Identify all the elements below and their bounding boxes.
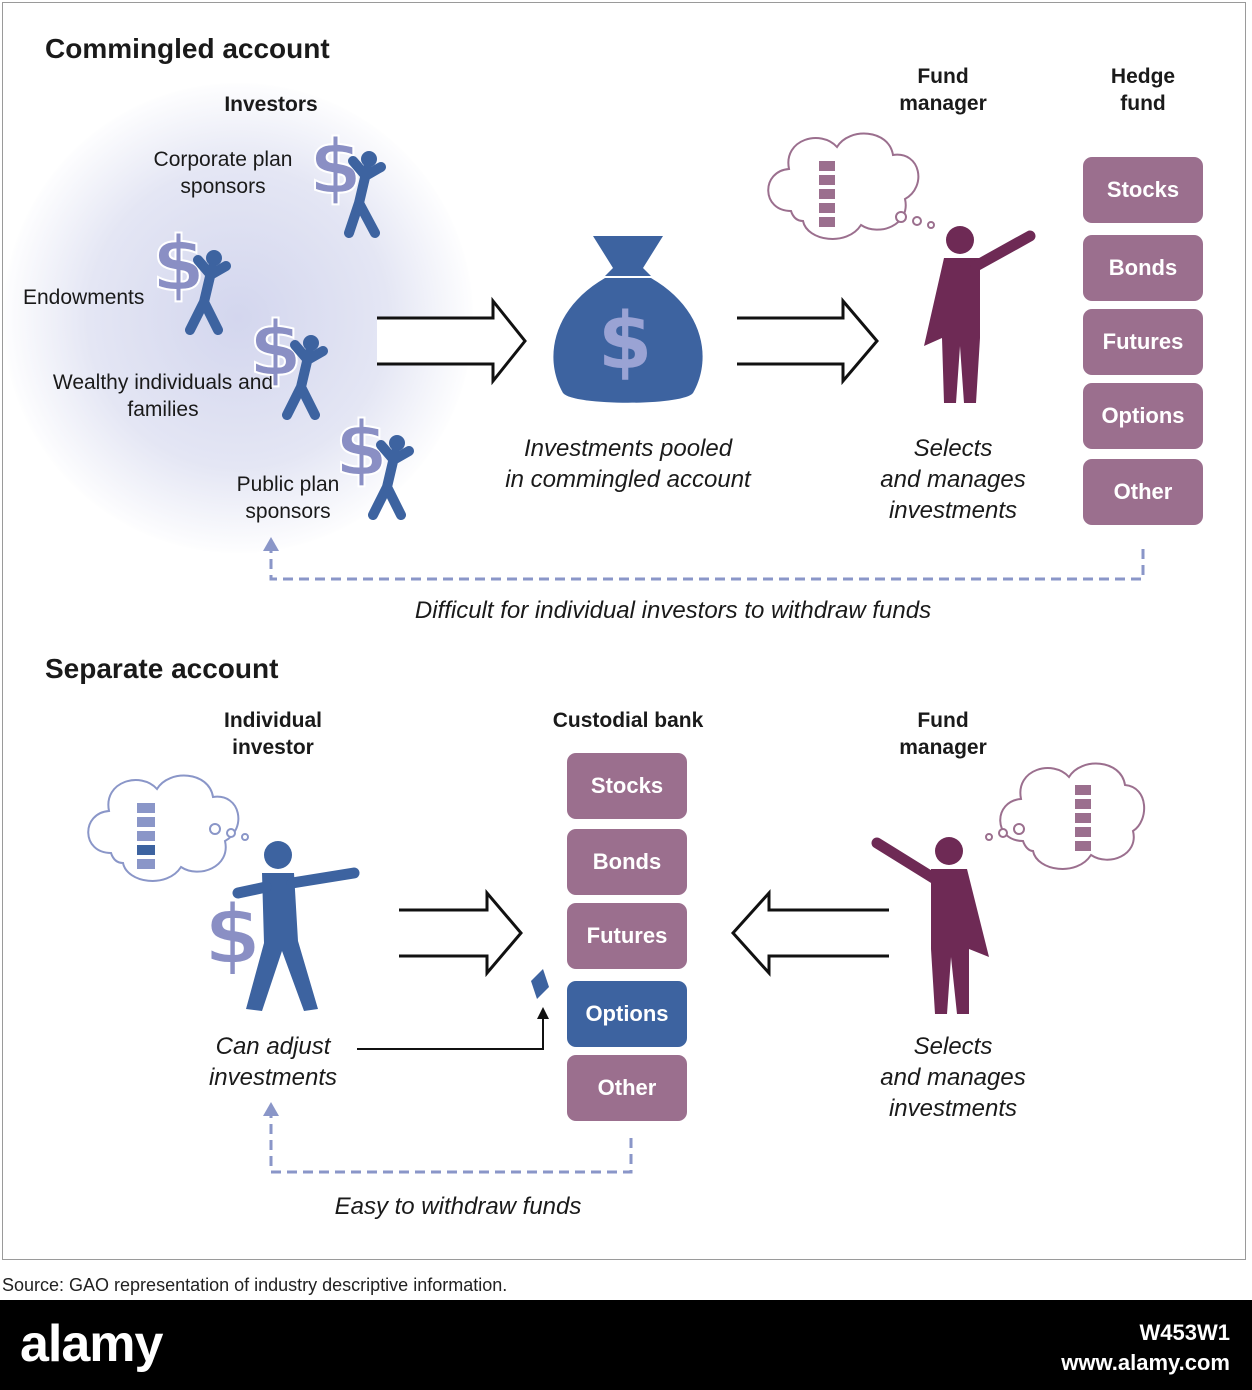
watermark-image-id: W453W1 <box>1139 1320 1230 1345</box>
investor-corporate-icon: $ <box>308 121 386 238</box>
pool-caption-line1: Investments pooled <box>523 435 733 462</box>
investor-caption-line2: investments <box>208 1064 338 1091</box>
investor-label-corporate: Corporate plan sponsors <box>153 148 293 198</box>
hedge-fund-header-line2: fund <box>1120 92 1166 115</box>
manager-caption-line2: and manages <box>880 466 1026 493</box>
pool-caption-line2: in commingled account <box>505 466 751 493</box>
withdraw-note-commingled: Difficult for individual investors to wi… <box>414 597 932 624</box>
commingled-title: Commingled account <box>45 33 330 64</box>
svg-text:$: $ <box>598 297 652 387</box>
separate-manager-header-line1: Fund <box>917 709 969 732</box>
manager-thought-cloud-icon <box>767 132 935 240</box>
svg-text:$: $ <box>204 888 261 983</box>
individual-investor-icon: $ <box>203 841 360 1011</box>
bank-piece-options-selected: Options <box>567 981 687 1047</box>
separate-manager-caption-line2: and manages <box>880 1064 1026 1091</box>
arrow-investors-to-pool <box>377 296 527 386</box>
arrow-pool-to-manager <box>737 296 879 386</box>
hedge-fund-piece-stocks: Stocks <box>1083 157 1203 223</box>
investor-endowments-icon: $ <box>151 218 231 335</box>
watermark-url: www.alamy.com <box>1061 1350 1230 1375</box>
separate-manager-caption-line3: investments <box>888 1095 1018 1122</box>
separate-manager-caption-line1: Selects <box>913 1033 993 1060</box>
watermark-bar: alamy W453W1 www.alamy.com <box>0 1300 1252 1390</box>
individual-investor-header-line1: Individual <box>223 709 322 732</box>
bank-piece-futures: Futures <box>567 903 687 969</box>
separate-title: Separate account <box>45 653 279 684</box>
hedge-fund-header-line1: Hedge <box>1110 65 1176 88</box>
bank-piece-bonds: Bonds <box>567 829 687 895</box>
manager-caption-line3: investments <box>888 497 1018 524</box>
investor-label-public: Public plan sponsors <box>236 473 340 523</box>
hedge-fund-piece-futures: Futures <box>1083 309 1203 375</box>
separate-manager-header-line2: manager <box>899 736 987 759</box>
hedge-fund-piece-options: Options <box>1083 383 1203 449</box>
money-bag-icon: $ <box>553 236 703 403</box>
bank-piece-stocks: Stocks <box>567 753 687 819</box>
investor-label-wealthy: Wealthy individuals and families <box>52 371 274 421</box>
watermark-brand: alamy <box>20 1315 163 1373</box>
investor-wealthy-icon: $ <box>248 303 328 420</box>
custodial-bank-header: Custodial bank <box>552 709 704 732</box>
separate-manager-thought-cloud-icon <box>985 762 1146 870</box>
fund-manager-icon <box>924 226 1036 403</box>
individual-investor-header-line2: investor <box>232 736 314 759</box>
investors-header: Investors <box>224 93 318 116</box>
source-note: Source: GAO representation of industry d… <box>2 1275 508 1295</box>
withdraw-note-separate: Easy to withdraw funds <box>334 1193 582 1220</box>
withdraw-path-separate <box>263 1102 633 1174</box>
manager-caption-line1: Selects <box>913 435 993 462</box>
separate-fund-manager-icon <box>871 837 989 1014</box>
investor-thought-cloud-icon <box>87 774 249 882</box>
manager-header-line2: manager <box>899 92 987 115</box>
arrow-manager-to-bank <box>730 889 889 977</box>
investor-caption-line1: Can adjust <box>215 1033 331 1060</box>
adjust-investments-connector <box>357 969 549 1050</box>
figure-frame: Commingled account Investors Corporate p… <box>2 2 1246 1260</box>
withdraw-path-commingled <box>263 537 1145 581</box>
investor-label-endowments: Endowments <box>23 286 145 309</box>
manager-header-line1: Fund <box>917 65 969 88</box>
hedge-fund-piece-other: Other <box>1083 459 1203 525</box>
investor-public-icon: $ <box>334 403 414 520</box>
bank-piece-other: Other <box>567 1055 687 1121</box>
arrow-investor-to-bank <box>399 888 523 978</box>
hedge-fund-piece-bonds: Bonds <box>1083 235 1203 301</box>
